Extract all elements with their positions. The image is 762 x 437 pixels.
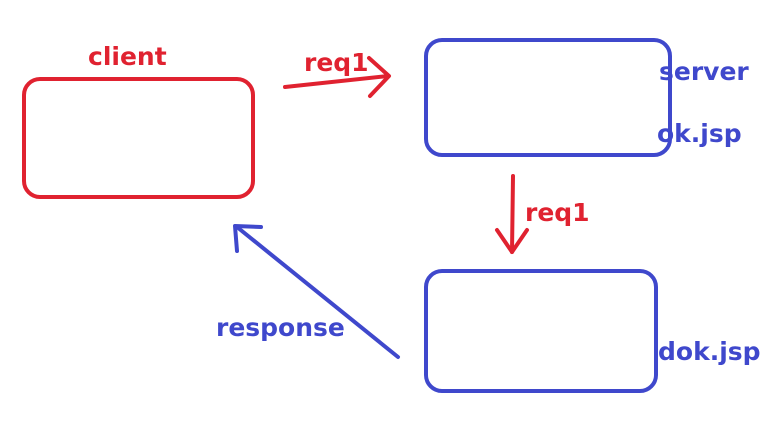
forward-target-box [424,269,658,393]
arrow-target-to-client [233,224,400,359]
arrow-server-to-target [495,174,529,254]
client-box [22,77,255,199]
server-label: server [659,57,749,86]
forward-target-label: dok.jsp [658,337,761,366]
arrow-client-to-server [283,56,391,98]
client-label: client [88,42,167,71]
server-sublabel-ok-jsp: ok.jsp [657,119,742,148]
edge-label-server-to-target: req1 [525,198,590,227]
server-box [424,38,672,157]
edge-label-client-to-server: req1 [304,48,369,77]
edge-label-target-to-client: response [216,313,345,342]
